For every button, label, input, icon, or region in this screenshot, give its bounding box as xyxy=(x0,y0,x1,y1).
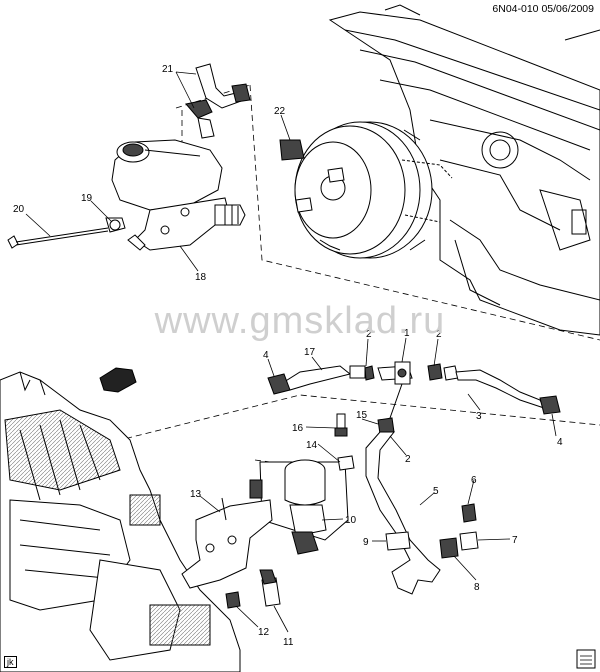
firewall-panel xyxy=(328,4,600,336)
bolt-and-washer xyxy=(7,217,126,249)
callout-19: 19 xyxy=(81,193,93,204)
callout-20: 20 xyxy=(13,204,25,215)
diagram-code: 6N04-010 xyxy=(492,3,539,15)
callout-22: 22 xyxy=(274,106,286,117)
callout-15: 15 xyxy=(356,410,368,421)
callout-13: 13 xyxy=(190,489,202,500)
callout-3: 3 xyxy=(476,411,482,422)
diagram-header: 6N04-010 05/06/2009 xyxy=(492,3,594,15)
callout-1: 1 xyxy=(404,328,410,339)
callout-2-top-right: 2 xyxy=(436,329,442,340)
callout-9: 9 xyxy=(363,537,369,548)
callout-21: 21 xyxy=(162,64,174,75)
corner-badge-icon xyxy=(576,649,596,669)
brake-booster xyxy=(279,121,453,259)
callout-2-middle: 2 xyxy=(405,454,411,465)
small-fasteners xyxy=(225,413,479,609)
callout-17: 17 xyxy=(304,347,316,358)
vacuum-hoses xyxy=(267,361,561,435)
corner-tag: jk xyxy=(4,656,17,668)
vacuum-hose-21 xyxy=(185,63,251,139)
master-cylinder xyxy=(111,139,246,251)
leader-lines xyxy=(25,71,557,633)
vacuum-hose-5 xyxy=(365,431,441,595)
front-direction-arrow-icon xyxy=(99,367,137,393)
callout-11: 11 xyxy=(283,637,294,648)
callout-16: 16 xyxy=(292,423,304,434)
callout-4-right: 4 xyxy=(557,437,563,448)
callout-5: 5 xyxy=(433,486,439,497)
diagram-date: 05/06/2009 xyxy=(541,3,594,15)
intake-manifold xyxy=(0,371,241,672)
callout-4-left: 4 xyxy=(263,350,269,361)
callout-8: 8 xyxy=(474,582,480,593)
callout-14: 14 xyxy=(306,440,318,451)
callout-10: 10 xyxy=(345,515,357,526)
callout-2-top-left: 2 xyxy=(366,329,372,340)
secondary-air-pump xyxy=(249,459,349,555)
watermark: www.gmsklad.ru xyxy=(154,300,446,342)
callout-6: 6 xyxy=(471,475,477,486)
callout-7: 7 xyxy=(512,535,518,546)
pump-bracket xyxy=(181,497,273,589)
callout-18: 18 xyxy=(195,272,207,283)
callout-labels: 21 22 19 20 18 4 17 2 1 2 16 15 14 3 4 2… xyxy=(13,64,563,648)
callout-12: 12 xyxy=(258,627,270,638)
